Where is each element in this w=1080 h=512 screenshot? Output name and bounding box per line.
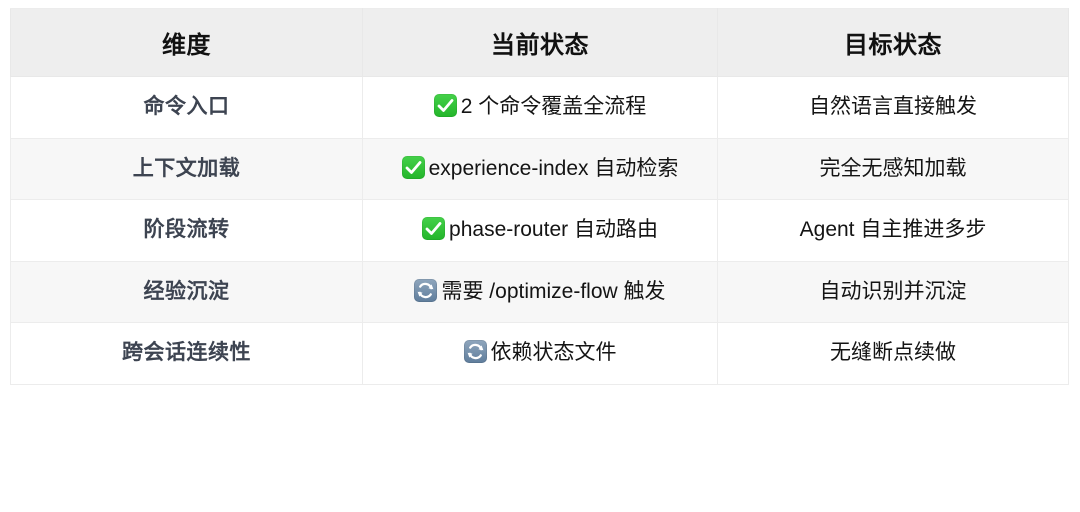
- table-header-row: 维度 当前状态 目标状态: [10, 8, 1069, 77]
- table-row: 经验沉淀 需要 /optimize-flow 触发 自动识别并沉淀: [10, 260, 1069, 324]
- check-icon: [401, 155, 425, 179]
- table-header: 维度 当前状态 目标状态: [10, 8, 1069, 77]
- table-body: 命令入口 2 个命令覆盖全流程 自然语言直接触发 上下文加载 experienc…: [10, 76, 1069, 385]
- cell-current-state-text: 2 个命令覆盖全流程: [460, 95, 647, 118]
- cell-current-state-text: experience-index 自动检索: [428, 156, 679, 180]
- cell-dimension: 阶段流转: [10, 199, 363, 262]
- check-icon: [433, 94, 457, 117]
- check-icon: [422, 217, 446, 241]
- loop-icon: [414, 278, 438, 302]
- column-header-current-state: 当前状态: [362, 8, 718, 77]
- cell-current-state-text: phase-router 自动路由: [449, 218, 658, 242]
- cell-target-state: 无缝断点续做: [717, 322, 1069, 385]
- column-header-target-state: 目标状态: [717, 8, 1069, 77]
- table-row: 阶段流转 phase-router 自动路由 Agent 自主推进多步: [10, 199, 1069, 262]
- cell-target-state: Agent 自主推进多步: [717, 199, 1069, 262]
- cell-dimension: 跨会话连续性: [10, 322, 363, 385]
- cell-target-state: 完全无感知加载: [717, 137, 1069, 201]
- column-header-dimension: 维度: [10, 8, 363, 77]
- cell-current-state: phase-router 自动路由: [362, 199, 718, 262]
- cell-current-state-text: 依赖状态文件: [490, 341, 617, 365]
- comparison-table: 维度 当前状态 目标状态 命令入口 2 个命令覆盖全流程 自然语言直接触发 上下…: [10, 8, 1069, 385]
- cell-dimension: 命令入口: [10, 76, 363, 139]
- cell-current-state: 需要 /optimize-flow 触发: [362, 260, 718, 324]
- table-row: 命令入口 2 个命令覆盖全流程 自然语言直接触发: [10, 76, 1069, 139]
- cell-current-state: experience-index 自动检索: [362, 137, 718, 201]
- cell-target-state: 自动识别并沉淀: [717, 260, 1069, 324]
- cell-target-state: 自然语言直接触发: [717, 76, 1069, 139]
- loop-icon: [463, 340, 487, 364]
- cell-dimension: 经验沉淀: [10, 260, 363, 324]
- comparison-table-container: 维度 当前状态 目标状态 命令入口 2 个命令覆盖全流程 自然语言直接触发 上下…: [10, 8, 1069, 385]
- cell-current-state: 依赖状态文件: [362, 322, 718, 385]
- table-row: 上下文加载 experience-index 自动检索 完全无感知加载: [10, 137, 1069, 201]
- cell-dimension: 上下文加载: [10, 137, 363, 201]
- cell-current-state: 2 个命令覆盖全流程: [362, 76, 718, 139]
- cell-current-state-text: 需要 /optimize-flow 触发: [441, 279, 666, 303]
- table-row: 跨会话连续性 依赖状态文件 无缝断点续做: [10, 322, 1069, 385]
